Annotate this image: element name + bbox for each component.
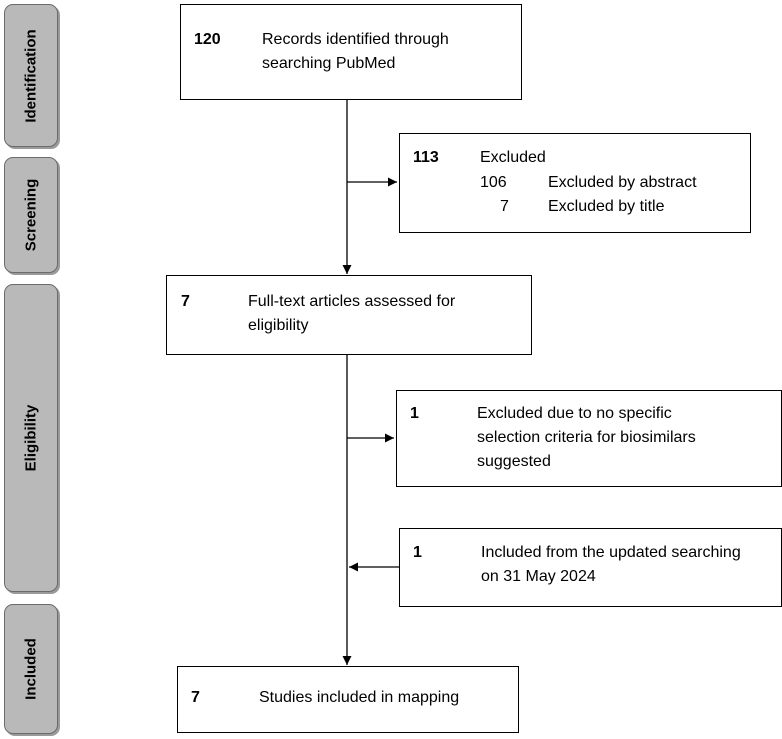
included-update-box: 1 Included from the updated searching on… [399, 528, 782, 607]
fulltext-text: Full-text articles assessed for eligibil… [248, 293, 456, 334]
included-update-text: Included from the updated searching on 3… [481, 544, 741, 585]
included-box: 7 Studies included in mapping [177, 666, 519, 733]
stage-label: Screening [22, 178, 40, 252]
excluded-abstract-count: 106 [480, 174, 507, 191]
included-count: 7 [191, 689, 200, 706]
fulltext-box: 7 Full-text articles assessed for eligib… [166, 275, 532, 355]
excluded-screening-count: 113 [413, 149, 439, 166]
stage-included: Included [4, 604, 58, 734]
excluded-screening-box: 113 Excluded 106 Excluded by abstract 7 … [399, 133, 751, 233]
excluded-eligibility-count: 1 [410, 405, 419, 422]
excluded-eligibility-text: Excluded due to no specific selection cr… [477, 405, 696, 470]
excluded-title-text: Excluded by title [548, 198, 665, 215]
identified-text: Records identified through searching Pub… [262, 31, 449, 72]
stage-identification: Identification [4, 4, 58, 147]
fulltext-count: 7 [181, 293, 190, 310]
included-update-count: 1 [413, 544, 422, 561]
identified-box: 120 Records identified through searching… [180, 4, 522, 100]
excluded-screening-text: Excluded [480, 149, 546, 166]
stage-screening: Screening [4, 157, 58, 273]
included-text: Studies included in mapping [259, 689, 460, 706]
stage-eligibility: Eligibility [4, 284, 58, 592]
excluded-abstract-text: Excluded by abstract [548, 174, 697, 191]
stage-label: Eligibility [22, 404, 40, 472]
stage-label: Identification [22, 28, 40, 123]
stage-label: Included [22, 638, 40, 700]
excluded-title-count: 7 [500, 198, 509, 215]
identified-count: 120 [194, 31, 221, 48]
excluded-eligibility-box: 1 Excluded due to no specific selection … [396, 390, 782, 487]
